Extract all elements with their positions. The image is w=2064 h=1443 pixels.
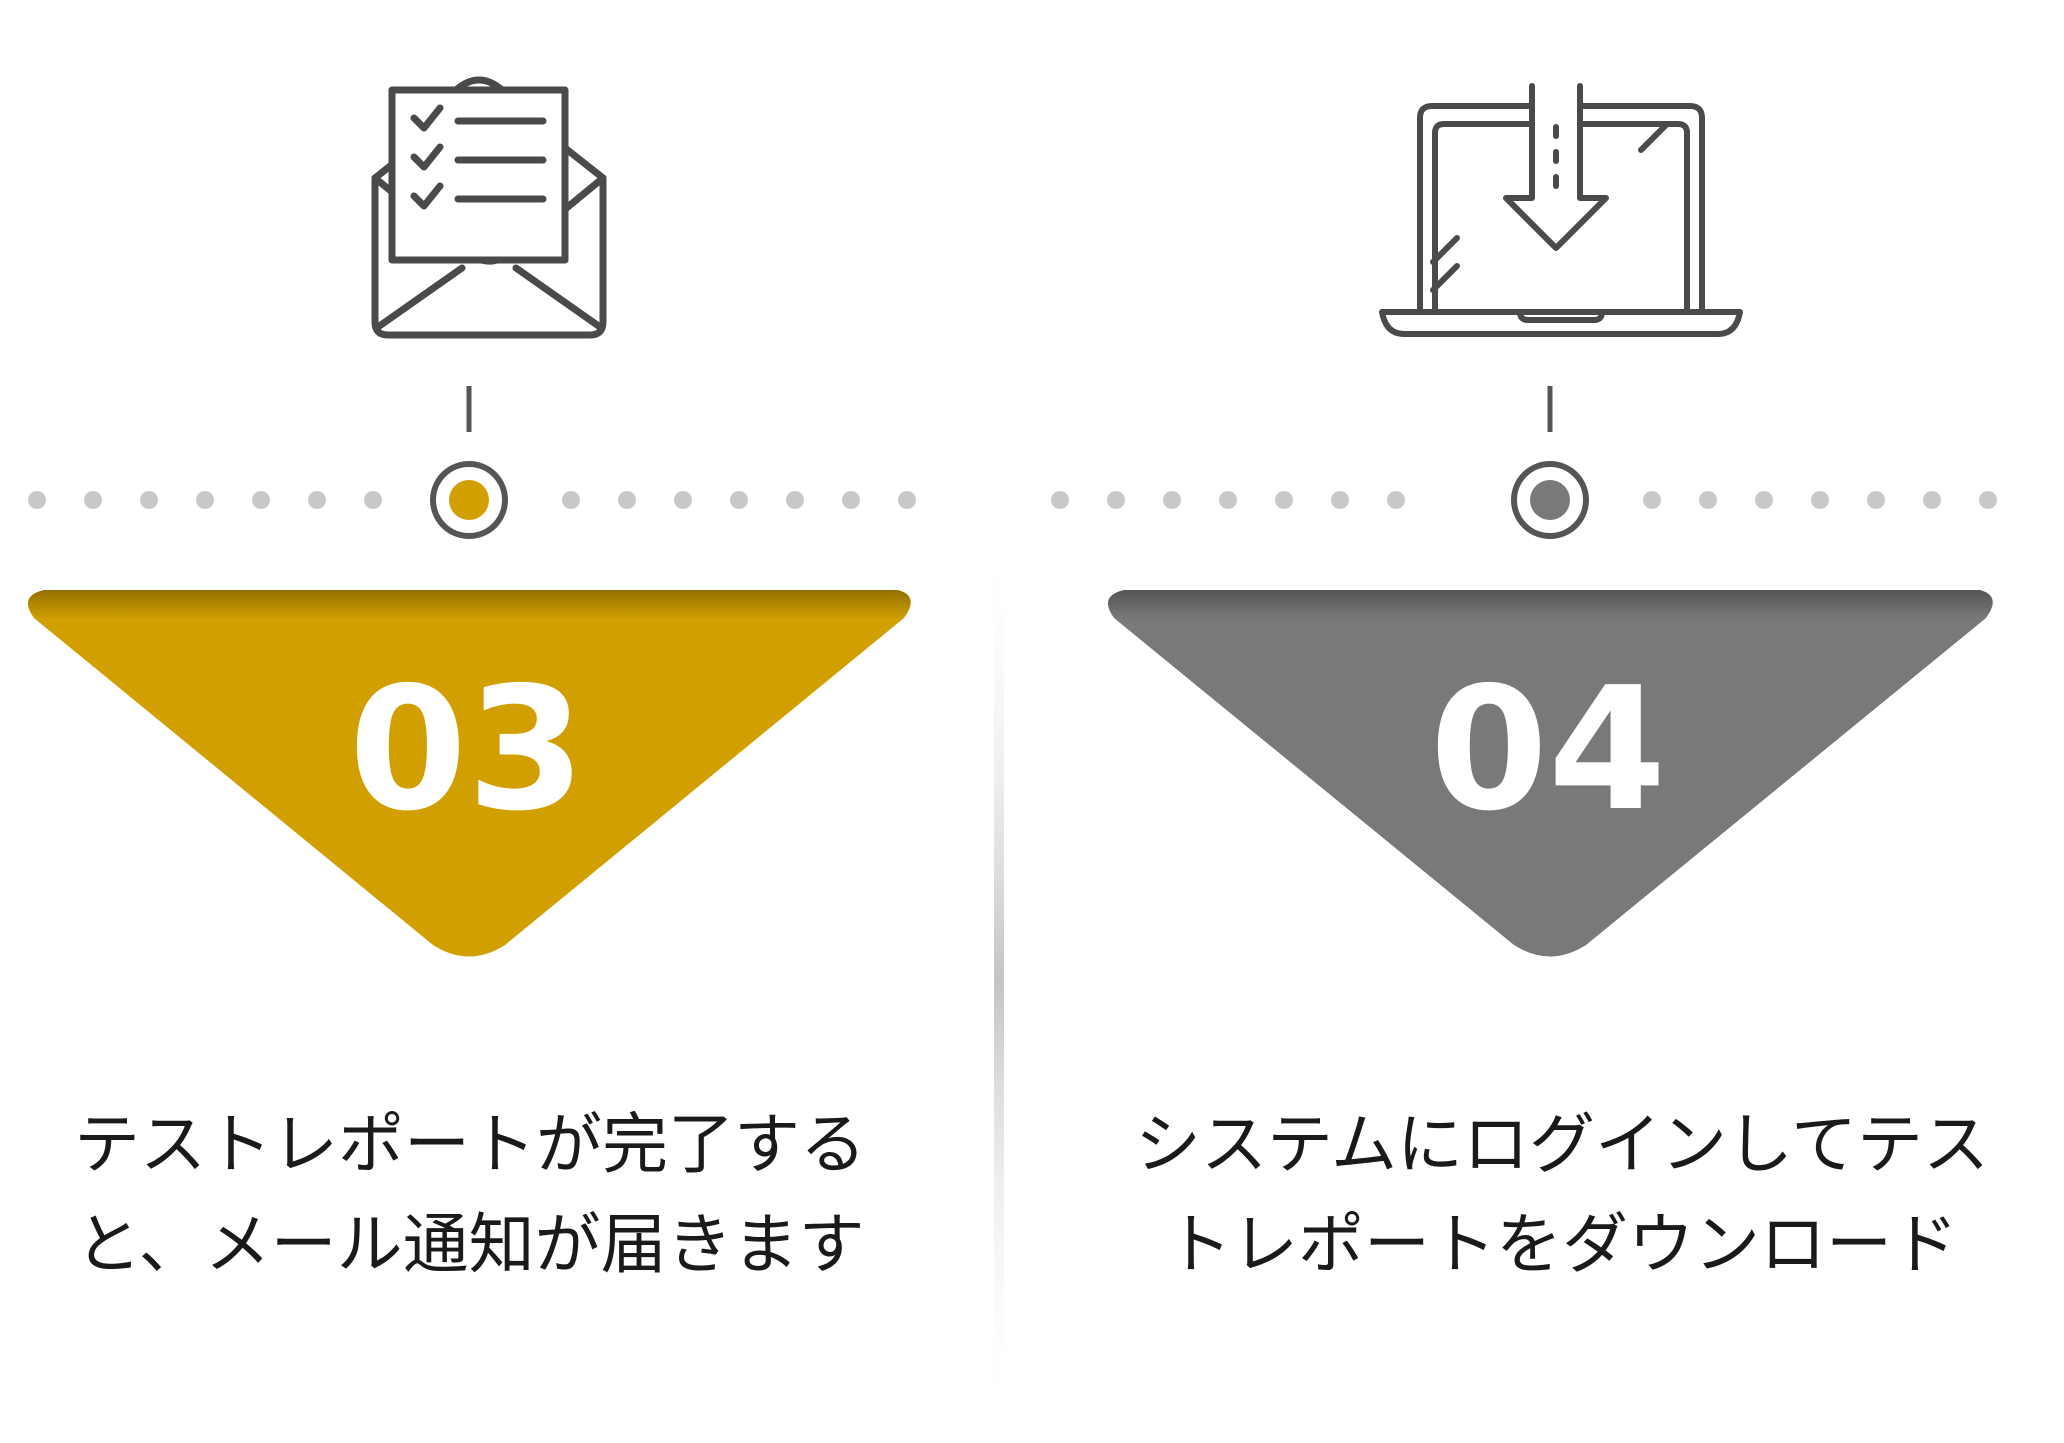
timeline-dot <box>1923 491 1941 509</box>
timeline-dot <box>364 491 382 509</box>
timeline-dot <box>562 491 580 509</box>
description-line: テストレポートが完了する <box>74 1106 866 1183</box>
step-03-description: テストレポートが完了する と、メール通知が届きます <box>0 1095 940 1295</box>
step-03: 03 <box>27 76 911 957</box>
step-number: 03 <box>349 651 586 849</box>
description-line: トレポートをダウンロード <box>1166 1206 1958 1283</box>
timeline-dot <box>28 491 46 509</box>
timeline-dot <box>786 491 804 509</box>
description-line: システムにログインしてテス <box>1134 1106 1990 1183</box>
timeline-dot <box>1387 491 1405 509</box>
timeline-dot <box>1051 491 1069 509</box>
timeline-dot <box>84 491 102 509</box>
timeline-dot <box>674 491 692 509</box>
timeline-marker <box>430 461 508 539</box>
timeline-dot <box>1699 491 1717 509</box>
timeline-dot <box>1979 491 1997 509</box>
mail-checklist-icon <box>371 76 607 339</box>
timeline-dot <box>1107 491 1125 509</box>
timeline-dots <box>28 491 1997 509</box>
timeline-dot <box>898 491 916 509</box>
timeline-dot <box>140 491 158 509</box>
timeline-dot <box>1163 491 1181 509</box>
timeline-dot <box>1643 491 1661 509</box>
step-badge-triangle <box>27 590 911 957</box>
timeline-dot <box>1755 491 1773 509</box>
step-04: 04 <box>1107 83 1993 957</box>
timeline-dot <box>1331 491 1349 509</box>
timeline-dot <box>1867 491 1885 509</box>
timeline-dot <box>842 491 860 509</box>
timeline-dot <box>730 491 748 509</box>
timeline-dot <box>1275 491 1293 509</box>
timeline-dot <box>1811 491 1829 509</box>
center-divider <box>994 540 1004 1420</box>
laptop-download-icon <box>1379 83 1743 337</box>
step-badge-triangle <box>1107 590 1993 957</box>
timeline-dot <box>618 491 636 509</box>
timeline-dot <box>196 491 214 509</box>
description-line: と、メール通知が届きます <box>75 1206 865 1283</box>
step-04-description: システムにログインしてテス トレポートをダウンロード <box>1060 1095 2064 1295</box>
step-number: 04 <box>1430 651 1667 849</box>
timeline-dot <box>308 491 326 509</box>
timeline-marker <box>1511 461 1589 539</box>
timeline-dot <box>1219 491 1237 509</box>
timeline-dot <box>252 491 270 509</box>
